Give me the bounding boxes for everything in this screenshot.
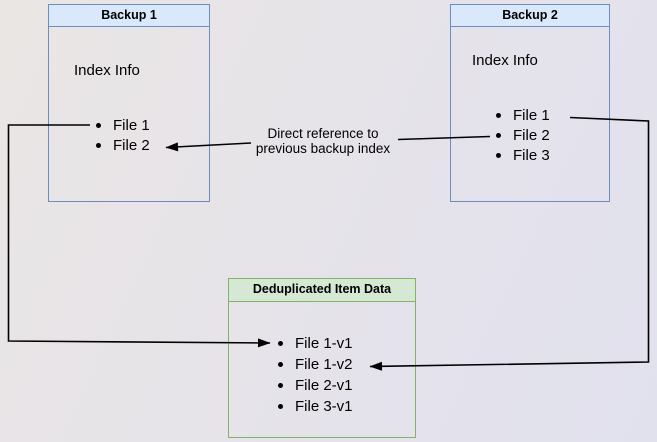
file-label: File 2 — [113, 136, 150, 154]
backup1-box: Backup 1 Index Info File 1 File 2 — [48, 4, 210, 202]
backup1-header: Backup 1 — [49, 5, 209, 27]
list-item: File 3-v1 — [278, 396, 353, 417]
backup2-index-info-label: Index Info — [472, 52, 538, 69]
list-item: File 3 — [496, 145, 550, 165]
file-label: File 1-v2 — [295, 356, 353, 373]
bullet-icon — [96, 122, 101, 128]
dedup-title: Deduplicated Item Data — [252, 282, 392, 296]
bullet-icon — [278, 404, 283, 409]
backup2-file-list: File 1 File 2 File 3 — [496, 105, 550, 165]
bullet-icon — [278, 383, 283, 388]
backup1-file-list: File 1 File 2 — [96, 115, 150, 155]
bullet-icon — [278, 362, 283, 367]
bullet-icon — [496, 152, 501, 158]
file-label: File 2 — [513, 126, 550, 144]
list-item: File 2 — [96, 135, 150, 155]
backup2-header: Backup 2 — [451, 5, 609, 27]
bullet-icon — [96, 142, 101, 148]
file-label: File 3-v1 — [295, 398, 353, 415]
list-item: File 1 — [96, 115, 150, 135]
list-item: File 1-v2 — [278, 354, 353, 375]
file-label: File 2-v1 — [295, 377, 353, 394]
file-label: File 1 — [113, 116, 150, 134]
backup2-box: Backup 2 Index Info File 1 File 2 File 3 — [450, 4, 610, 202]
annotation-line2: previous backup index — [255, 141, 391, 156]
direct-reference-annotation: Direct reference to previous backup inde… — [233, 126, 413, 156]
bullet-icon — [496, 132, 501, 138]
annotation-line1: Direct reference to — [267, 126, 379, 141]
dedup-file-list: File 1-v1 File 1-v2 File 2-v1 File 3-v1 — [278, 333, 353, 417]
list-item: File 1 — [496, 105, 550, 125]
list-item: File 1-v1 — [278, 333, 353, 354]
file-label: File 1-v1 — [295, 335, 353, 352]
bullet-icon — [496, 112, 501, 118]
file-label: File 3 — [513, 146, 550, 164]
file-label: File 1 — [513, 106, 550, 124]
dedup-header: Deduplicated Item Data — [229, 279, 415, 302]
list-item: File 2 — [496, 125, 550, 145]
backup1-title: Backup 1 — [101, 8, 157, 22]
deduplicated-item-data-box: Deduplicated Item Data File 1-v1 File 1-… — [228, 278, 416, 438]
bullet-icon — [278, 341, 283, 346]
list-item: File 2-v1 — [278, 375, 353, 396]
backup2-title: Backup 2 — [502, 8, 558, 22]
backup1-index-info-label: Index Info — [74, 62, 140, 79]
